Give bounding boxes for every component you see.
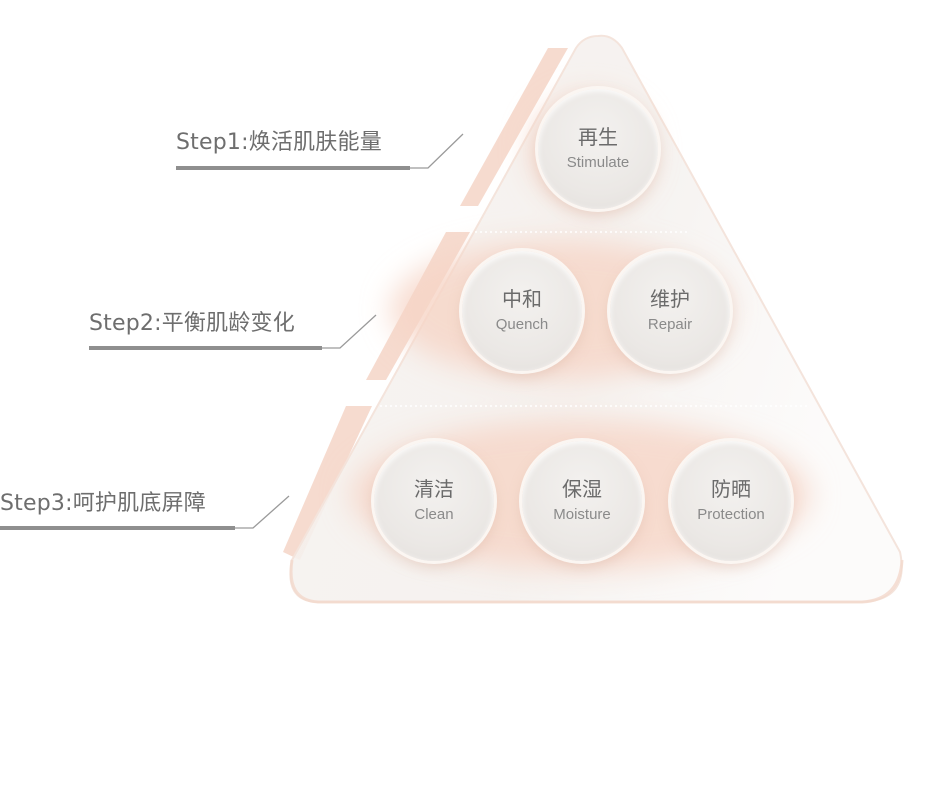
step2-label: Step2:平衡肌龄变化	[89, 311, 295, 336]
node-stimulate: 再生 Stimulate	[538, 89, 658, 209]
node-moisture: 保湿 Moisture	[522, 441, 642, 561]
node-protection-en: Protection	[697, 505, 765, 523]
leader-lines	[0, 133, 464, 530]
node-protection-zh: 防晒	[711, 476, 751, 501]
node-moisture-zh: 保湿	[562, 476, 602, 501]
node-quench: 中和 Quench	[462, 251, 582, 371]
node-clean: 清洁 Clean	[374, 441, 494, 561]
step1-label: Step1:焕活肌肤能量	[176, 130, 382, 155]
node-repair: 维护 Repair	[610, 251, 730, 371]
node-stimulate-en: Stimulate	[566, 153, 630, 171]
pyramid-base-rim	[289, 559, 904, 604]
node-repair-zh: 维护	[650, 286, 690, 311]
node-clean-en: Clean	[414, 505, 454, 523]
node-quench-zh: 中和	[502, 286, 542, 311]
node-clean-zh: 清洁	[414, 476, 454, 501]
node-quench-en: Quench	[495, 315, 549, 333]
tier-1-slab	[460, 48, 568, 206]
node-protection: 防晒 Protection	[671, 441, 791, 561]
node-repair-en: Repair	[647, 315, 693, 333]
tier-3-slab	[283, 406, 372, 560]
node-moisture-en: Moisture	[553, 505, 611, 523]
node-stimulate-zh: 再生	[578, 124, 618, 149]
step3-label: Step3:呵护肌底屏障	[0, 491, 206, 516]
